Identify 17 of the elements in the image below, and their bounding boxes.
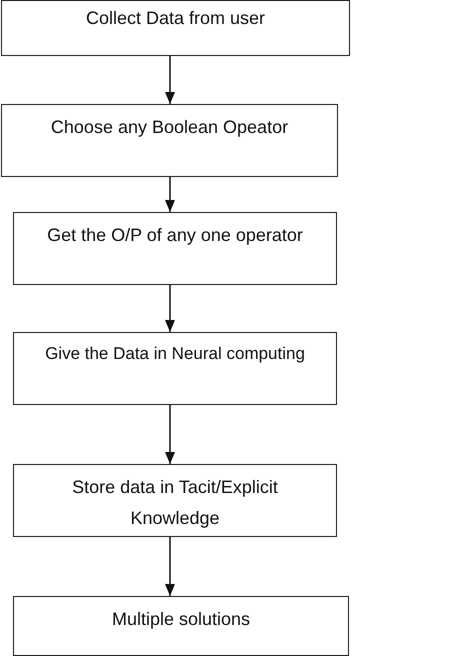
step-text: Choose any Boolean Opeator [50,116,288,139]
process-box [1,104,338,177]
process-box [13,464,337,537]
step-text: Give the Data in Neural computing [45,343,305,365]
step-text: Get the O/P of any one operator [47,224,303,247]
process-box [1,0,350,56]
arrow [165,177,175,212]
step-text: Collect Data from user [86,7,266,30]
step-text: Store data in Tacit/Explicit Knowledge [71,476,279,530]
process-box [13,596,349,656]
arrow [165,56,175,104]
arrow [165,405,175,464]
step-text: Multiple solutions [112,608,250,631]
process-box [13,212,337,285]
arrow [165,285,175,332]
arrow [165,537,175,596]
process-box [13,332,337,405]
